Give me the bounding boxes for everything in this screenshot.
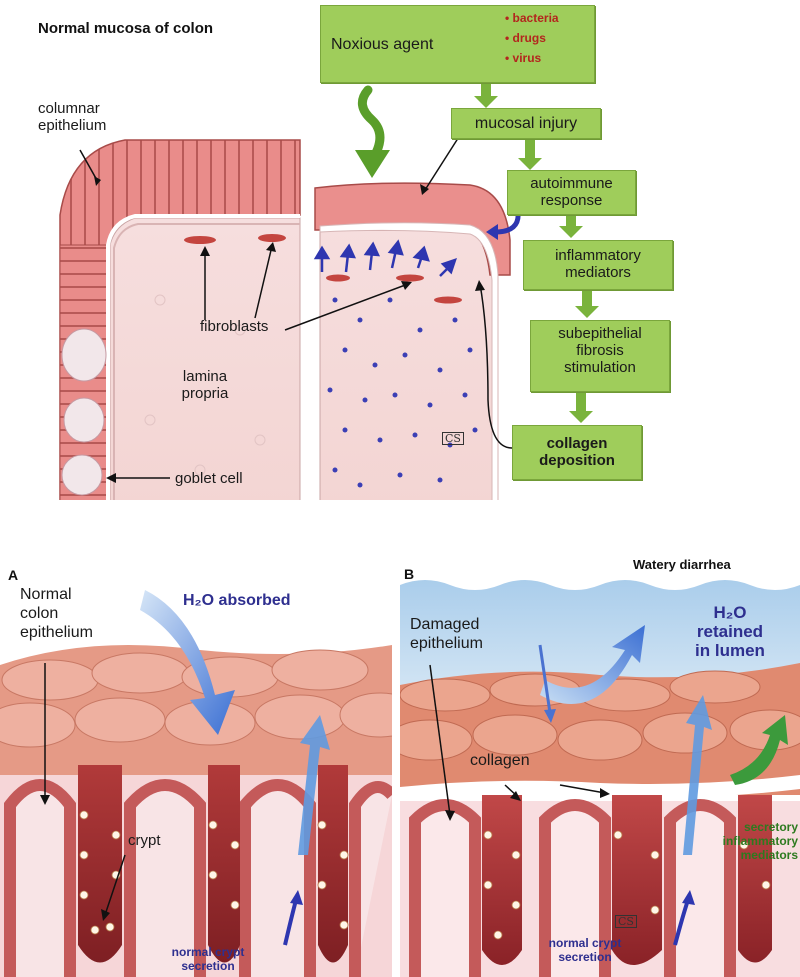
- cs-watermark-bottom: CS: [615, 915, 637, 928]
- label-h2o-retained: H₂O retained in lumen: [680, 603, 780, 660]
- agent-bacteria: bacteria: [505, 8, 559, 28]
- collagen-line1: collagen: [513, 435, 641, 452]
- panel-a-letter: A: [8, 567, 18, 583]
- label-columnar-line2: epithelium: [38, 117, 106, 134]
- autoimmune-box: autoimmune response: [507, 170, 636, 215]
- agent-virus: virus: [505, 48, 559, 68]
- label-goblet-cell: goblet cell: [175, 470, 243, 487]
- label-damaged-epithelium: Damaged epithelium: [410, 615, 483, 653]
- subepithelial-line3: stimulation: [531, 359, 669, 376]
- autoimmune-line2: response: [508, 192, 635, 209]
- subepithelial-fibrosis-box: subepithelial fibrosis stimulation: [530, 320, 670, 392]
- inflammatory-line2: mediators: [524, 264, 672, 281]
- collagen-line2: deposition: [513, 452, 641, 469]
- label-normal-colon-epithelium: Normal colon epithelium: [20, 585, 93, 642]
- label-collagen: collagen: [470, 752, 530, 769]
- label-damaged: Damaged: [410, 615, 483, 634]
- secretion-b-line1: normal crypt: [530, 936, 640, 950]
- label-lamina-line1: lamina: [175, 368, 235, 385]
- secretion-b-line2: secretion: [530, 950, 640, 964]
- agent-drugs: drugs: [505, 28, 559, 48]
- mucosal-injury-box: mucosal injury: [451, 108, 601, 139]
- label-epithelium: epithelium: [20, 623, 93, 642]
- label-lamina-line2: propria: [175, 385, 235, 402]
- noxious-agent-list: bacteria drugs virus: [505, 8, 559, 68]
- autoimmune-line1: autoimmune: [508, 175, 635, 192]
- label-lamina-propria: lamina propria: [175, 368, 235, 402]
- label-damaged-epithelium-line2: epithelium: [410, 634, 483, 653]
- label-watery-diarrhea: Watery diarrhea: [633, 557, 731, 572]
- diagram-title: Normal mucosa of colon: [38, 20, 213, 37]
- cs-watermark-top: CS: [442, 432, 464, 445]
- label-columnar: columnar epithelium: [38, 100, 106, 134]
- secretion-a-line1: normal crypt: [153, 945, 263, 959]
- green-squiggle-arrow: [362, 90, 380, 160]
- h2o-retained-line1: H₂O: [680, 603, 780, 622]
- h2o-retained-line2: retained: [680, 622, 780, 641]
- label-h2o-absorbed: H₂O absorbed: [183, 592, 291, 610]
- label-normal-crypt-secretion-b: normal crypt secretion: [530, 936, 640, 964]
- label-colon: colon: [20, 604, 93, 623]
- label-columnar-line1: columnar: [38, 100, 106, 117]
- label-normal-crypt-secretion-a: normal crypt secretion: [153, 945, 263, 973]
- label-normal: Normal: [20, 585, 93, 604]
- injured-mucosa-tissue: [315, 183, 518, 500]
- subepithelial-line2: fibrosis: [531, 342, 669, 359]
- secretory-line1: secretory: [690, 820, 798, 834]
- secretion-a-line2: secretion: [153, 959, 263, 973]
- secretory-line3: mediators: [690, 848, 798, 862]
- subepithelial-line1: subepithelial: [531, 325, 669, 342]
- collagen-deposition-box: collagen deposition: [512, 425, 642, 480]
- inflammatory-line1: inflammatory: [524, 247, 672, 264]
- label-fibroblasts: fibroblasts: [200, 318, 268, 335]
- h2o-retained-line3: in lumen: [680, 641, 780, 660]
- panel-b-letter: B: [404, 566, 414, 582]
- noxious-agent-label: Noxious agent: [331, 36, 433, 53]
- inflammatory-mediators-box: inflammatory mediators: [523, 240, 673, 290]
- label-crypt: crypt: [128, 832, 161, 849]
- secretory-line2: inflammatory: [690, 834, 798, 848]
- label-secretory-mediators: secretory inflammatory mediators: [690, 820, 798, 862]
